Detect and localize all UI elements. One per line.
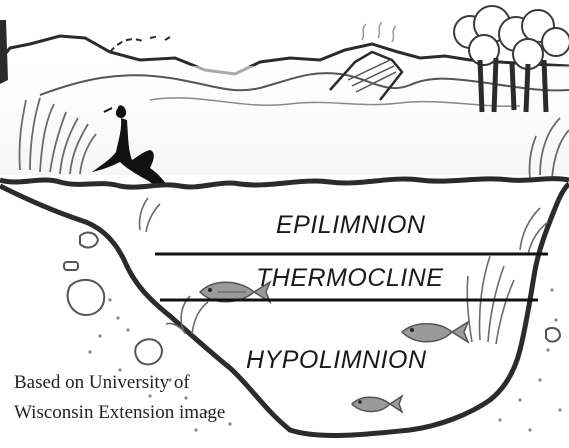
image-credit-line-1: Based on University of xyxy=(14,372,190,394)
thermocline-label: THERMOCLINE xyxy=(256,264,443,293)
epilimnion-label: EPILIMNION xyxy=(276,211,425,240)
fish-hypolimnion-2 xyxy=(352,396,402,412)
hypolimnion-label: HYPOLIMNION xyxy=(246,346,427,375)
water-surface xyxy=(0,179,569,188)
fish-hypolimnion-1 xyxy=(402,322,468,342)
image-credit-line-2: Wisconsin Extension image xyxy=(14,402,225,424)
